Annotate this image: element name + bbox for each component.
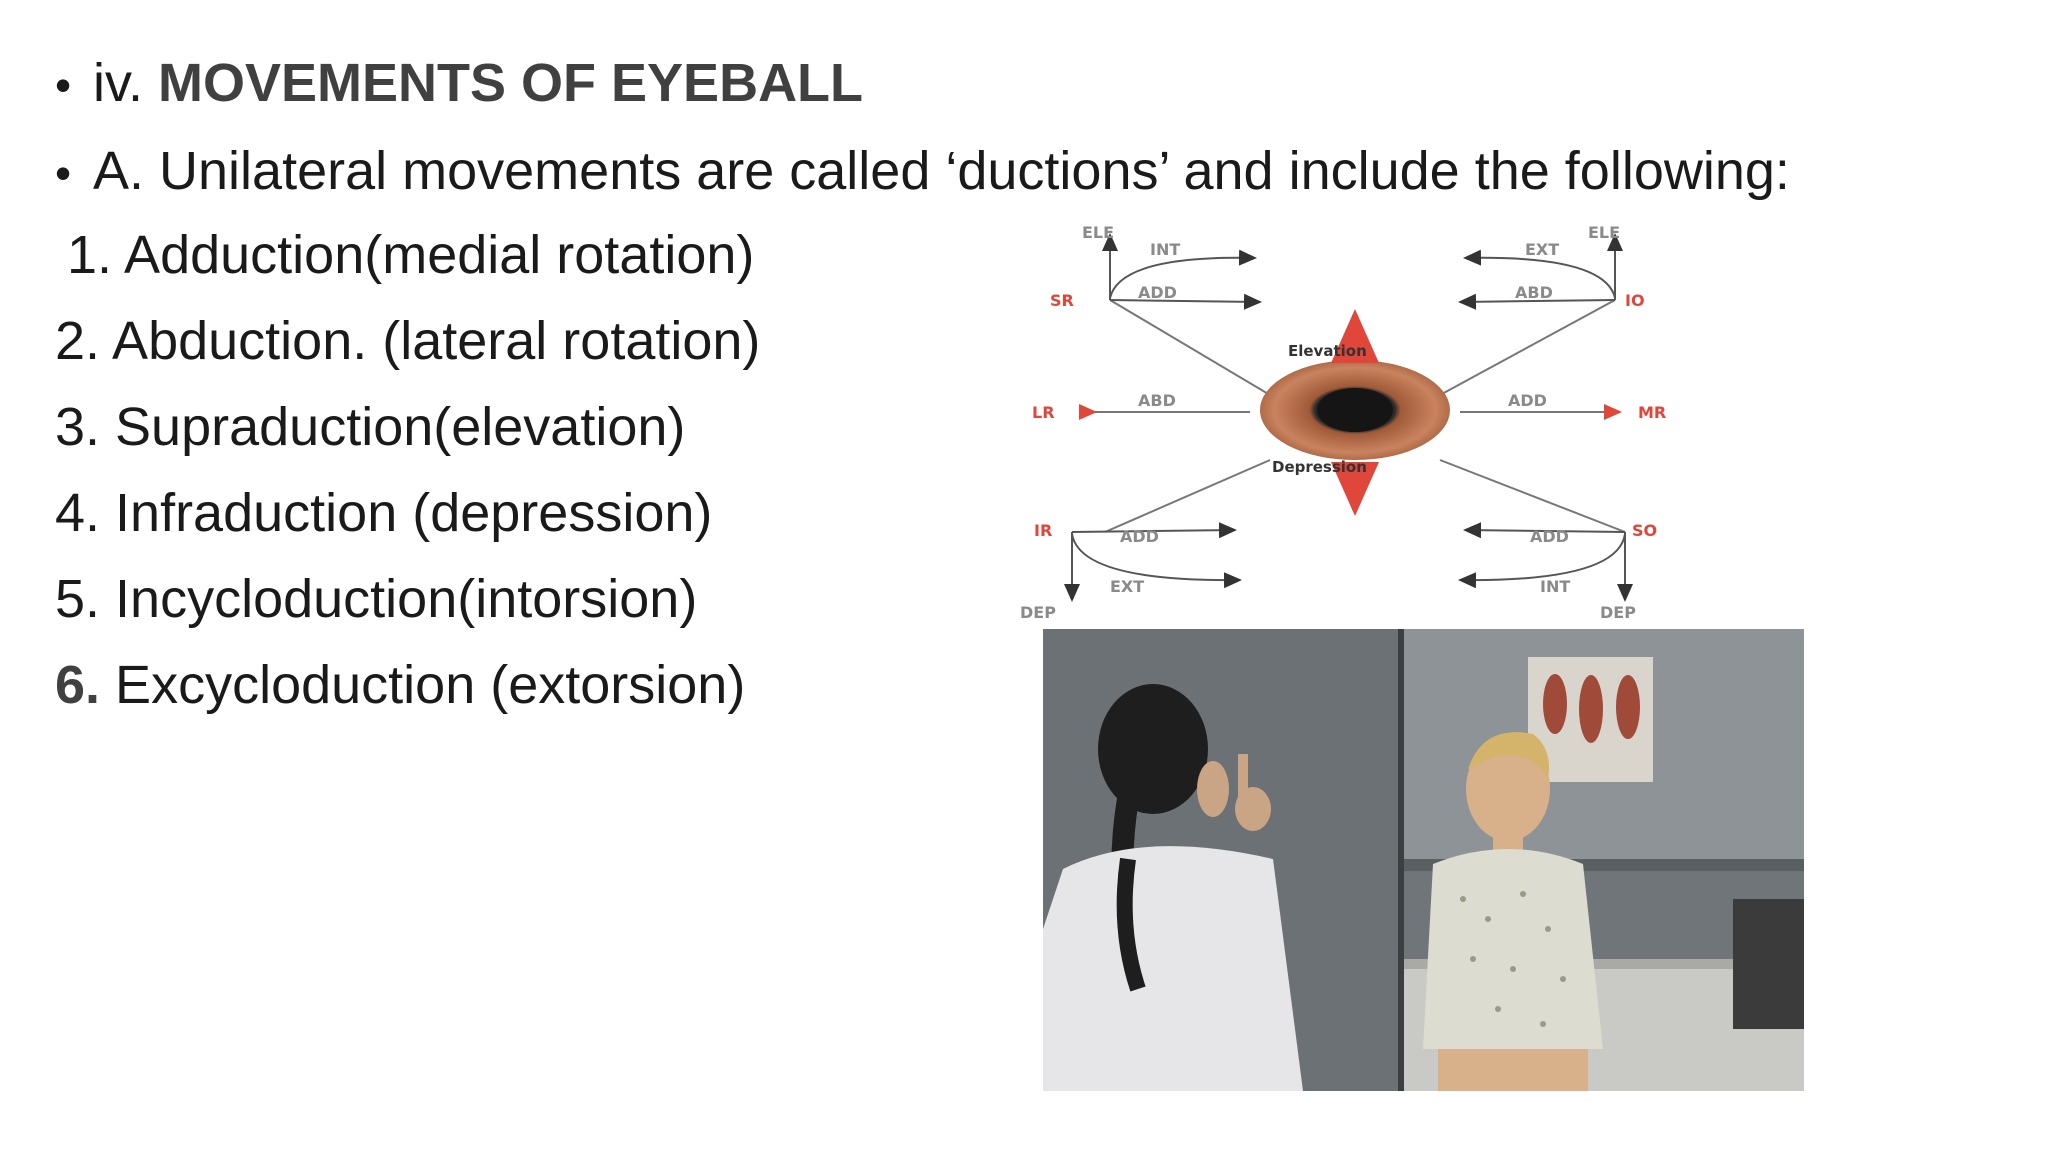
add-bottom-left-arrow-icon xyxy=(1071,522,1237,539)
bullet-dot-icon: • xyxy=(55,147,72,199)
mr-label: MR xyxy=(1638,403,1666,422)
ductions-list: 1. Adduction(medial rotation) 2. Abducti… xyxy=(55,212,760,728)
int-top-label: INT xyxy=(1150,240,1180,259)
ir-label: IR xyxy=(1034,521,1052,540)
patient-face xyxy=(1466,737,1550,841)
depression-label: Depression xyxy=(1272,458,1367,476)
dep-left-label: DEP xyxy=(1020,603,1056,622)
list-item: 1. Adduction(medial rotation) xyxy=(67,225,755,285)
ext-bottom-arrow-icon xyxy=(1071,533,1242,589)
add-mid-label: ADD xyxy=(1508,391,1547,410)
lr-label: LR xyxy=(1032,403,1055,422)
add-bottom-left-label: ADD xyxy=(1120,527,1159,546)
examiner-hair xyxy=(1098,684,1208,814)
diagram-svg: ELE ELE INT EXT ADD ABD SR IO Elevation … xyxy=(1020,223,1666,622)
heading-prefix: iv. xyxy=(93,53,158,113)
so-line xyxy=(1439,459,1626,533)
add-top-label: ADD xyxy=(1138,283,1177,302)
photo-illustration xyxy=(1043,629,1804,1091)
ext-bottom-label: EXT xyxy=(1110,577,1144,596)
bullet-dot-icon: • xyxy=(55,59,72,111)
abd-mid-label: ABD xyxy=(1138,391,1176,410)
ele-right-label: ELE xyxy=(1588,223,1620,242)
patient-gown xyxy=(1423,849,1603,1049)
add-top-arrow-icon xyxy=(1109,293,1262,310)
bullet-list: • iv. MOVEMENTS OF EYEBALL • A. Unilater… xyxy=(55,40,2015,216)
sr-label: SR xyxy=(1050,291,1074,310)
elevation-label: Elevation xyxy=(1288,342,1367,360)
int-top-arrow-icon xyxy=(1109,249,1257,299)
heading-title: MOVEMENTS OF EYEBALL xyxy=(158,53,864,113)
list-item: 2. Abduction. (lateral rotation) xyxy=(55,311,761,371)
ext-top-label: EXT xyxy=(1525,240,1559,259)
dep-right-label: DEP xyxy=(1600,603,1636,622)
ele-left-label: ELE xyxy=(1082,223,1114,242)
abd-top-arrow-icon xyxy=(1458,293,1616,310)
pupil-icon xyxy=(1317,388,1393,432)
intro-text: A. Unilateral movements are called ‘duct… xyxy=(93,141,1790,201)
io-line xyxy=(1439,299,1616,396)
int-bottom-arrow-icon xyxy=(1458,533,1626,589)
list-item: 3. Supraduction(elevation) xyxy=(55,397,686,457)
eye-exam-photo xyxy=(1043,629,1804,1091)
list-item: 5. Incycloduction(intorsion) xyxy=(55,569,698,629)
eye-movement-diagram: ELE ELE INT EXT ADD ABD SR IO Elevation … xyxy=(1010,210,1750,630)
list-number: 6. xyxy=(55,655,101,715)
int-bottom-label: INT xyxy=(1540,577,1570,596)
ir-line xyxy=(1104,459,1271,533)
bullet-intro: • A. Unilateral movements are called ‘du… xyxy=(55,128,2015,216)
add-bottom-right-arrow-icon xyxy=(1463,522,1626,539)
examiner-finger xyxy=(1238,754,1248,799)
examiner-coat xyxy=(1043,846,1303,1091)
list-item: 4. Infraduction (depression) xyxy=(55,483,713,543)
sr-line xyxy=(1109,299,1271,396)
list-text: Excycloduction (extorsion) xyxy=(100,655,746,715)
bullet-heading: • iv. MOVEMENTS OF EYEBALL xyxy=(55,40,2015,128)
ext-top-arrow-icon xyxy=(1463,249,1616,299)
add-bottom-right-label: ADD xyxy=(1530,527,1569,546)
list-item: 6. Excycloduction (extorsion) xyxy=(55,642,760,728)
io-label: IO xyxy=(1625,291,1645,310)
abd-top-label: ABD xyxy=(1515,283,1553,302)
so-label: SO xyxy=(1632,521,1657,540)
